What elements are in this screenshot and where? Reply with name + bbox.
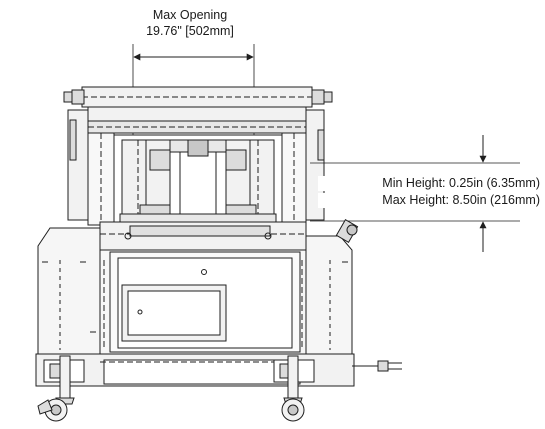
base-cabinet [37,227,353,355]
feed-table [99,221,307,253]
caster-left [37,355,75,422]
min-height-label: Min Height: 0.25in (6.35mm) [318,176,540,191]
max-opening-value: 19.76" [502mm] [146,24,234,38]
upper-frame-sides [67,109,325,226]
center-mechanism [113,134,283,226]
max-height-label: Max Height: 8.50in (216mm) [318,193,540,208]
power-cord [352,360,402,372]
max-opening-title: Max Opening [152,8,228,22]
side-knob [335,219,359,243]
bottom-frame [35,353,355,387]
top-roller-bar [63,86,333,134]
caster-right [281,355,305,422]
